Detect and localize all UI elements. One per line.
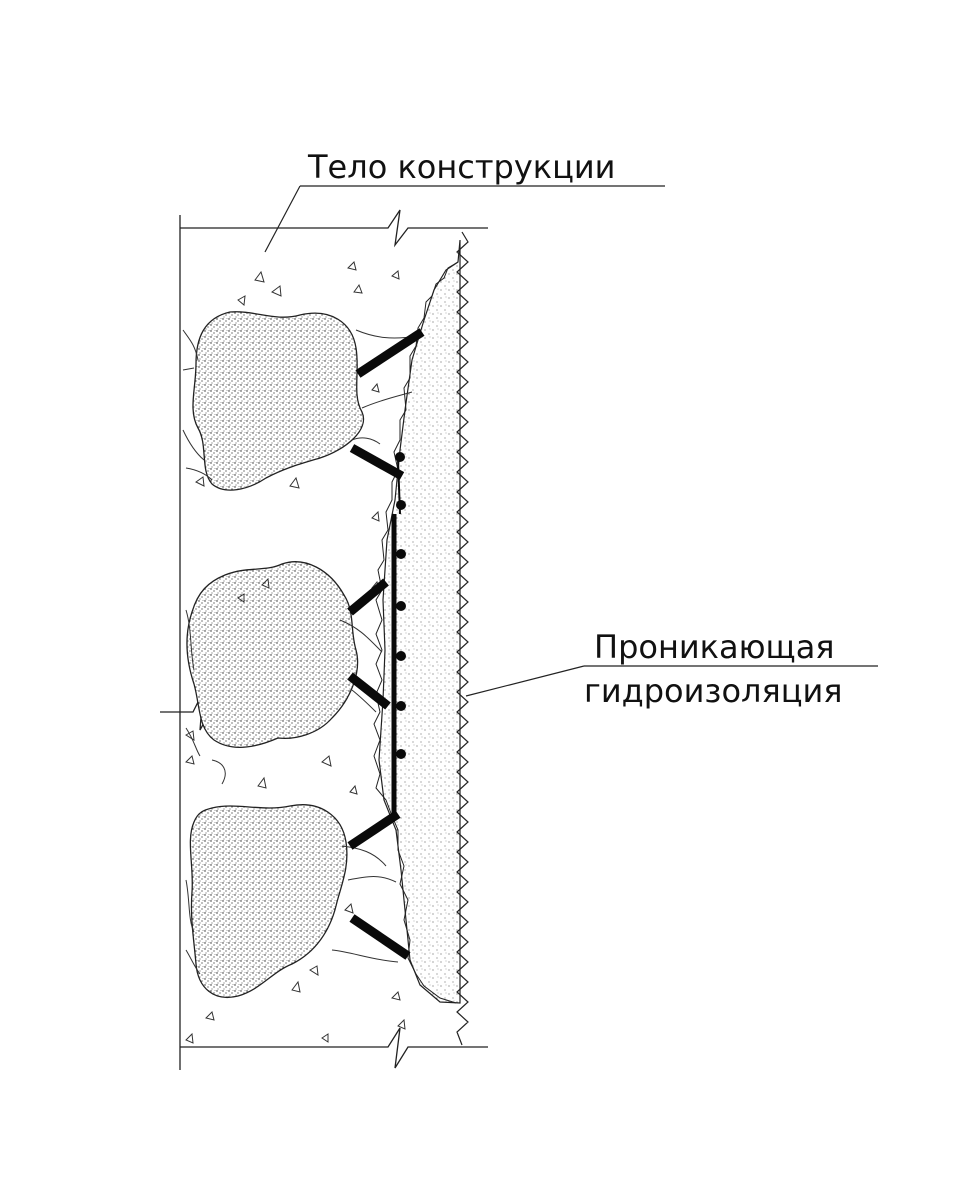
- crystal-bar-4: [347, 672, 391, 710]
- top-break-line: [180, 209, 488, 248]
- aggregate-stone-1: [192, 311, 365, 491]
- crystal-dot: [396, 749, 406, 759]
- penetrating-waterproofing-leader: [465, 665, 585, 697]
- aggregate-stone-2: [186, 561, 359, 749]
- crystal-bar-2: [349, 444, 405, 480]
- structure-body-leader: [264, 185, 301, 253]
- penetrating-waterproofing-callout: Проникающая гидроизоляция: [465, 628, 878, 710]
- crystal-bar-5: [347, 810, 401, 850]
- aggregate-stone-3: [189, 804, 348, 998]
- crystal-dot: [396, 651, 406, 661]
- crystal-dot: [395, 452, 405, 462]
- crystal-bar-1: [355, 328, 425, 378]
- crystal-dot: [396, 500, 406, 510]
- outer-face-serration: [456, 231, 469, 1046]
- crystal-dot: [396, 701, 406, 711]
- bottom-break-line: [180, 1027, 488, 1069]
- structure-body-callout: Тело конструкции: [264, 148, 665, 253]
- crystal-bar-3: [347, 578, 389, 616]
- structure-body-label: Тело конструкции: [307, 148, 615, 186]
- inner-zone-serration: [373, 261, 459, 1004]
- crystal-bars: [347, 328, 425, 960]
- crack-crystal-dots: [395, 452, 406, 759]
- aggregate-stones: [186, 311, 365, 998]
- concrete-crack-lines: [182, 329, 419, 975]
- penetrating-waterproofing-label-line2: гидроизоляция: [584, 672, 843, 710]
- crystal-bar-6: [349, 914, 411, 960]
- penetrating-waterproofing-label-line1: Проникающая: [594, 628, 835, 666]
- crystal-dot: [396, 601, 406, 611]
- concrete-hatch-triangles: [185, 261, 406, 1044]
- crystal-dot: [396, 549, 406, 559]
